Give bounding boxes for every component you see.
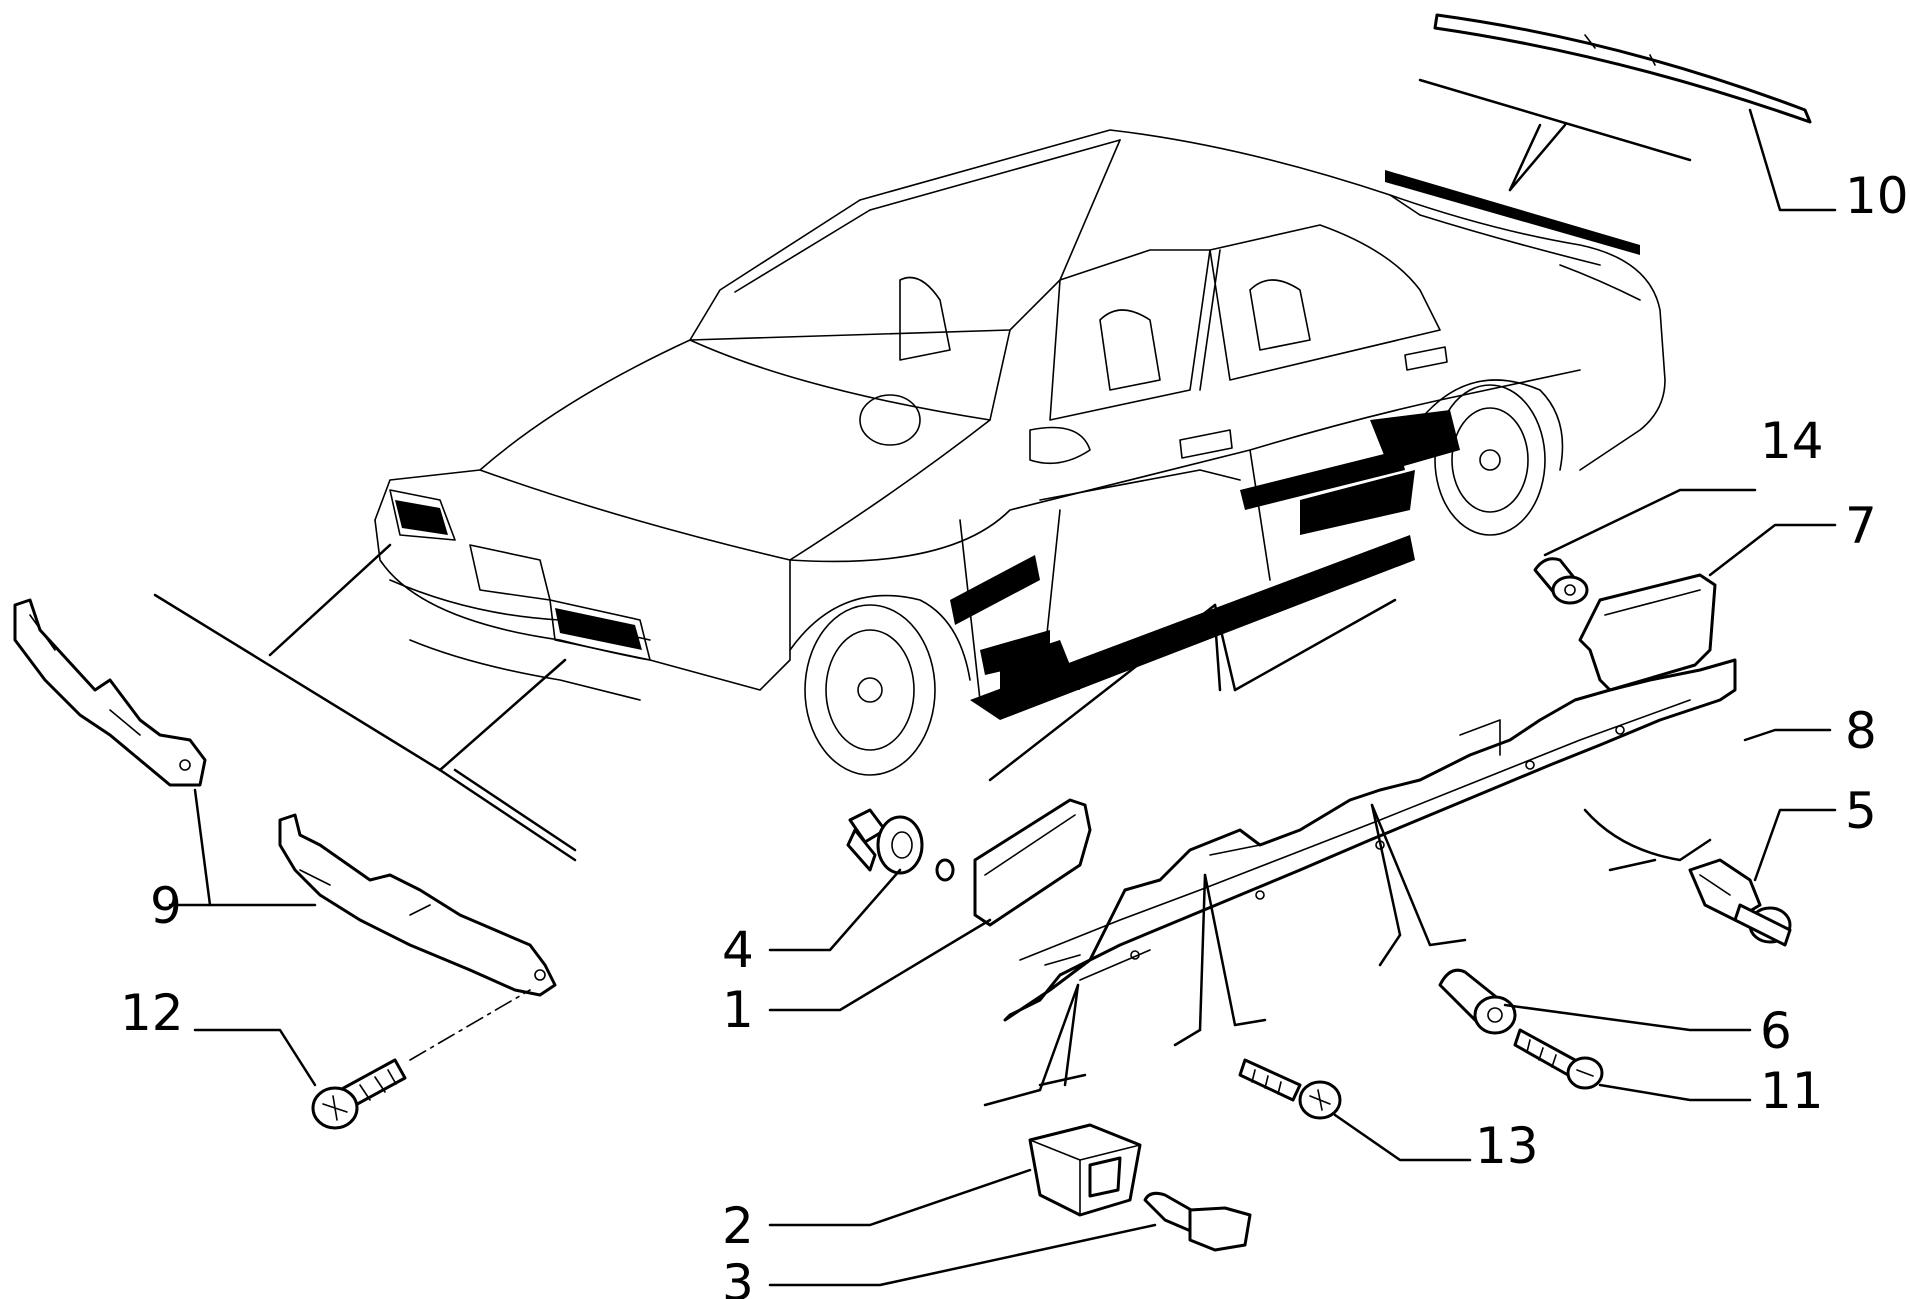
part-plug-6 (1438, 968, 1517, 1035)
callout-7: 7 (1845, 497, 1877, 555)
part-sill-rail-8 (1003, 658, 1737, 1022)
callout-10: 10 (1845, 167, 1909, 225)
callout-14: 14 (1760, 412, 1824, 470)
part-bracket-7 (1578, 573, 1717, 692)
part-clip-5 (1688, 858, 1792, 947)
part-push-pin-4 (846, 808, 924, 875)
assembly-lines-rail (983, 803, 1712, 1107)
part-bumper-bracket-lower (278, 813, 557, 997)
callout-1: 1 (722, 981, 754, 1039)
callout-8: 8 (1845, 702, 1877, 760)
part-screw-13 (1238, 1058, 1342, 1120)
part-side-panel-1 (935, 798, 1092, 927)
callout-9: 9 (150, 877, 182, 935)
part-cap-14 (1533, 557, 1589, 605)
callout-13: 13 (1475, 1117, 1539, 1175)
part-roof-strip (1433, 13, 1812, 124)
part-bumper-bracket-upper (13, 598, 207, 787)
part-clip-3 (1143, 1191, 1252, 1252)
callout-12: 12 (120, 984, 184, 1042)
car-shaded-panels (950, 170, 1640, 720)
part-screw-12 (311, 1058, 407, 1130)
callout-6: 6 (1760, 1002, 1792, 1060)
axis-line-12 (409, 989, 531, 1061)
callout-11: 11 (1760, 1062, 1824, 1120)
callout-4: 4 (722, 921, 754, 979)
callout-5: 5 (1845, 782, 1877, 840)
callout-numbers: 1 2 3 4 5 6 7 8 9 10 11 12 13 14 (120, 167, 1909, 1299)
part-screw-11 (1513, 1028, 1604, 1090)
callout-3: 3 (722, 1254, 754, 1299)
callout-leaders (168, 108, 1837, 1287)
callout-2: 2 (722, 1197, 754, 1255)
part-block-2 (1028, 1123, 1142, 1217)
assembly-lines (153, 78, 1692, 862)
